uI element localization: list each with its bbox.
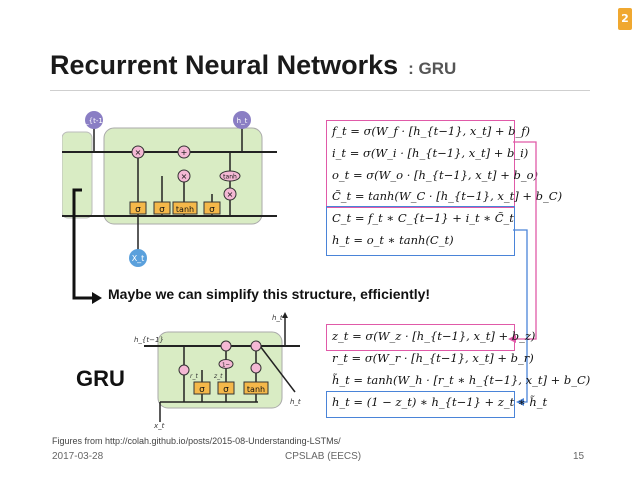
- lstm-h-prev-node: [85, 111, 103, 129]
- lstm-gate-input: [153, 201, 171, 215]
- lstm-equation: C_t = f_t ∗ C_{t−1} + i_t ∗ C̃_t: [332, 211, 514, 225]
- gru-equation: r_t = σ(W_r · [h_{t−1}, x_t] + b_r): [332, 351, 534, 365]
- lstm-h-out-node: [233, 111, 251, 129]
- lstm-gates-box: [326, 120, 515, 208]
- lstm-op-plus: [177, 145, 191, 159]
- lstm-op-tanh: [219, 170, 241, 182]
- gru-diagram: σ σ tanh 1− h_{t−1} h_t h_t x_t r_t z_t: [134, 312, 301, 430]
- lstm-equation: h_t = o_t ∗ tanh(C_t): [332, 233, 454, 247]
- title-divider: [50, 90, 590, 91]
- lstm-gate-forget: [129, 201, 147, 215]
- gru-one-minus-label: 1−: [222, 363, 230, 369]
- simplify-arrow: [72, 188, 94, 300]
- lstm-op-label: ×: [135, 148, 142, 157]
- gru-cell: [157, 331, 283, 409]
- lstm-equation: o_t = σ(W_o · [h_{t−1}, x_t] + b_o): [332, 168, 539, 182]
- gru-op-plus: [250, 340, 262, 352]
- footer-page-number: 15: [573, 451, 585, 462]
- gru-z-label: z_t: [213, 373, 223, 380]
- gru-gate-update: [217, 381, 235, 395]
- lstm-x-label: X_t: [132, 254, 145, 263]
- lstm-op-times-forget: [131, 145, 145, 159]
- lstm-equation: f_t = σ(W_f · [h_{t−1}, x_t] + b_f): [332, 124, 531, 138]
- title-subtitle: : GRU: [408, 59, 457, 78]
- lstm-x-node: [129, 249, 147, 267]
- lstm-equation: C̃_t = tanh(W_C · [h_{t−1}, x_t] + b_C): [332, 189, 563, 203]
- lstm-op-times-output: [223, 187, 237, 201]
- gru-equations: z_t = σ(W_z · [h_{t−1}, x_t] + b_z) r_t …: [326, 324, 590, 416]
- lstm-gate-output: [203, 201, 221, 215]
- slide-title: Recurrent Neural Networks : GRU: [50, 50, 456, 81]
- gru-equation: h̃_t = tanh(W_h · [r_t ∗ h_{t−1}, x_t] +…: [332, 373, 591, 387]
- gru-h-right-label: h_t: [290, 398, 301, 406]
- gru-equation: z_t = σ(W_z · [h_{t−1}, x_t] + b_z): [332, 329, 536, 343]
- gru-x-label: x_t: [153, 422, 165, 430]
- lstm-gate-tanh: [172, 201, 198, 215]
- lstm-diagram: σ σ tanh σ × + × × tanh h_{t-1} h_t X_t: [62, 111, 277, 267]
- lstm-op-label: ×: [227, 190, 234, 199]
- lstm-gate-label: σ: [159, 205, 165, 215]
- lstm-op-times-input: [177, 169, 191, 183]
- lstm-prev-cell: [62, 131, 93, 219]
- lstm-gate-label: σ: [135, 205, 141, 215]
- lstm-equation: i_t = σ(W_i · [h_{t−1}, x_t] + b_i): [332, 146, 529, 160]
- lstm-equations: f_t = σ(W_f · [h_{t−1}, x_t] + b_f) i_t …: [326, 120, 562, 254]
- gru-equation: h_t = (1 − z_t) ∗ h_{t−1} + z_t ∗ h̃_t: [332, 395, 548, 409]
- lstm-op-label: ×: [181, 172, 188, 181]
- lstm-h-prev-label: h_{t-1}: [81, 117, 108, 125]
- lstm-op-label: +: [181, 148, 188, 157]
- simplify-caption: Maybe we can simplify this structure, ef…: [108, 286, 431, 302]
- gru-op-times-candidate: [250, 362, 262, 374]
- lstm-state-box: [326, 206, 515, 256]
- gru-r-label: r_t: [190, 373, 198, 380]
- gru-gate-reset: [193, 381, 211, 395]
- footer-date: 2017-03-28: [52, 451, 104, 462]
- lstm-gate-label: tanh: [176, 205, 194, 214]
- gru-output-box: [326, 391, 515, 418]
- gru-op-times-reset: [178, 364, 190, 376]
- gru-label: GRU: [76, 366, 125, 391]
- pink-connector: [513, 141, 537, 340]
- gru-h-top-label: h_t: [272, 314, 283, 322]
- gru-gate-tanh: [243, 381, 269, 395]
- lstm-h-out-label: h_t: [237, 117, 248, 125]
- gru-gate-label: σ: [223, 385, 229, 395]
- footer-lab: CPSLAB (EECS): [285, 451, 362, 462]
- lstm-op-tanh-label: tanh: [223, 174, 237, 181]
- lstm-gate-label: σ: [209, 205, 215, 215]
- gru-gate-label: tanh: [247, 385, 265, 394]
- gru-gate-label: σ: [199, 385, 205, 395]
- figure-credit: Figures from http://colah.github.io/post…: [52, 436, 341, 446]
- gru-op-times-prev: [220, 340, 232, 352]
- title-main: Recurrent Neural Networks: [50, 50, 399, 80]
- gru-op-one-minus: [218, 359, 234, 369]
- corner-badge: 2: [618, 8, 632, 30]
- gru-h-prev-label: h_{t−1}: [134, 336, 164, 344]
- gru-gates-box: [326, 324, 515, 351]
- blue-connector: [513, 229, 528, 403]
